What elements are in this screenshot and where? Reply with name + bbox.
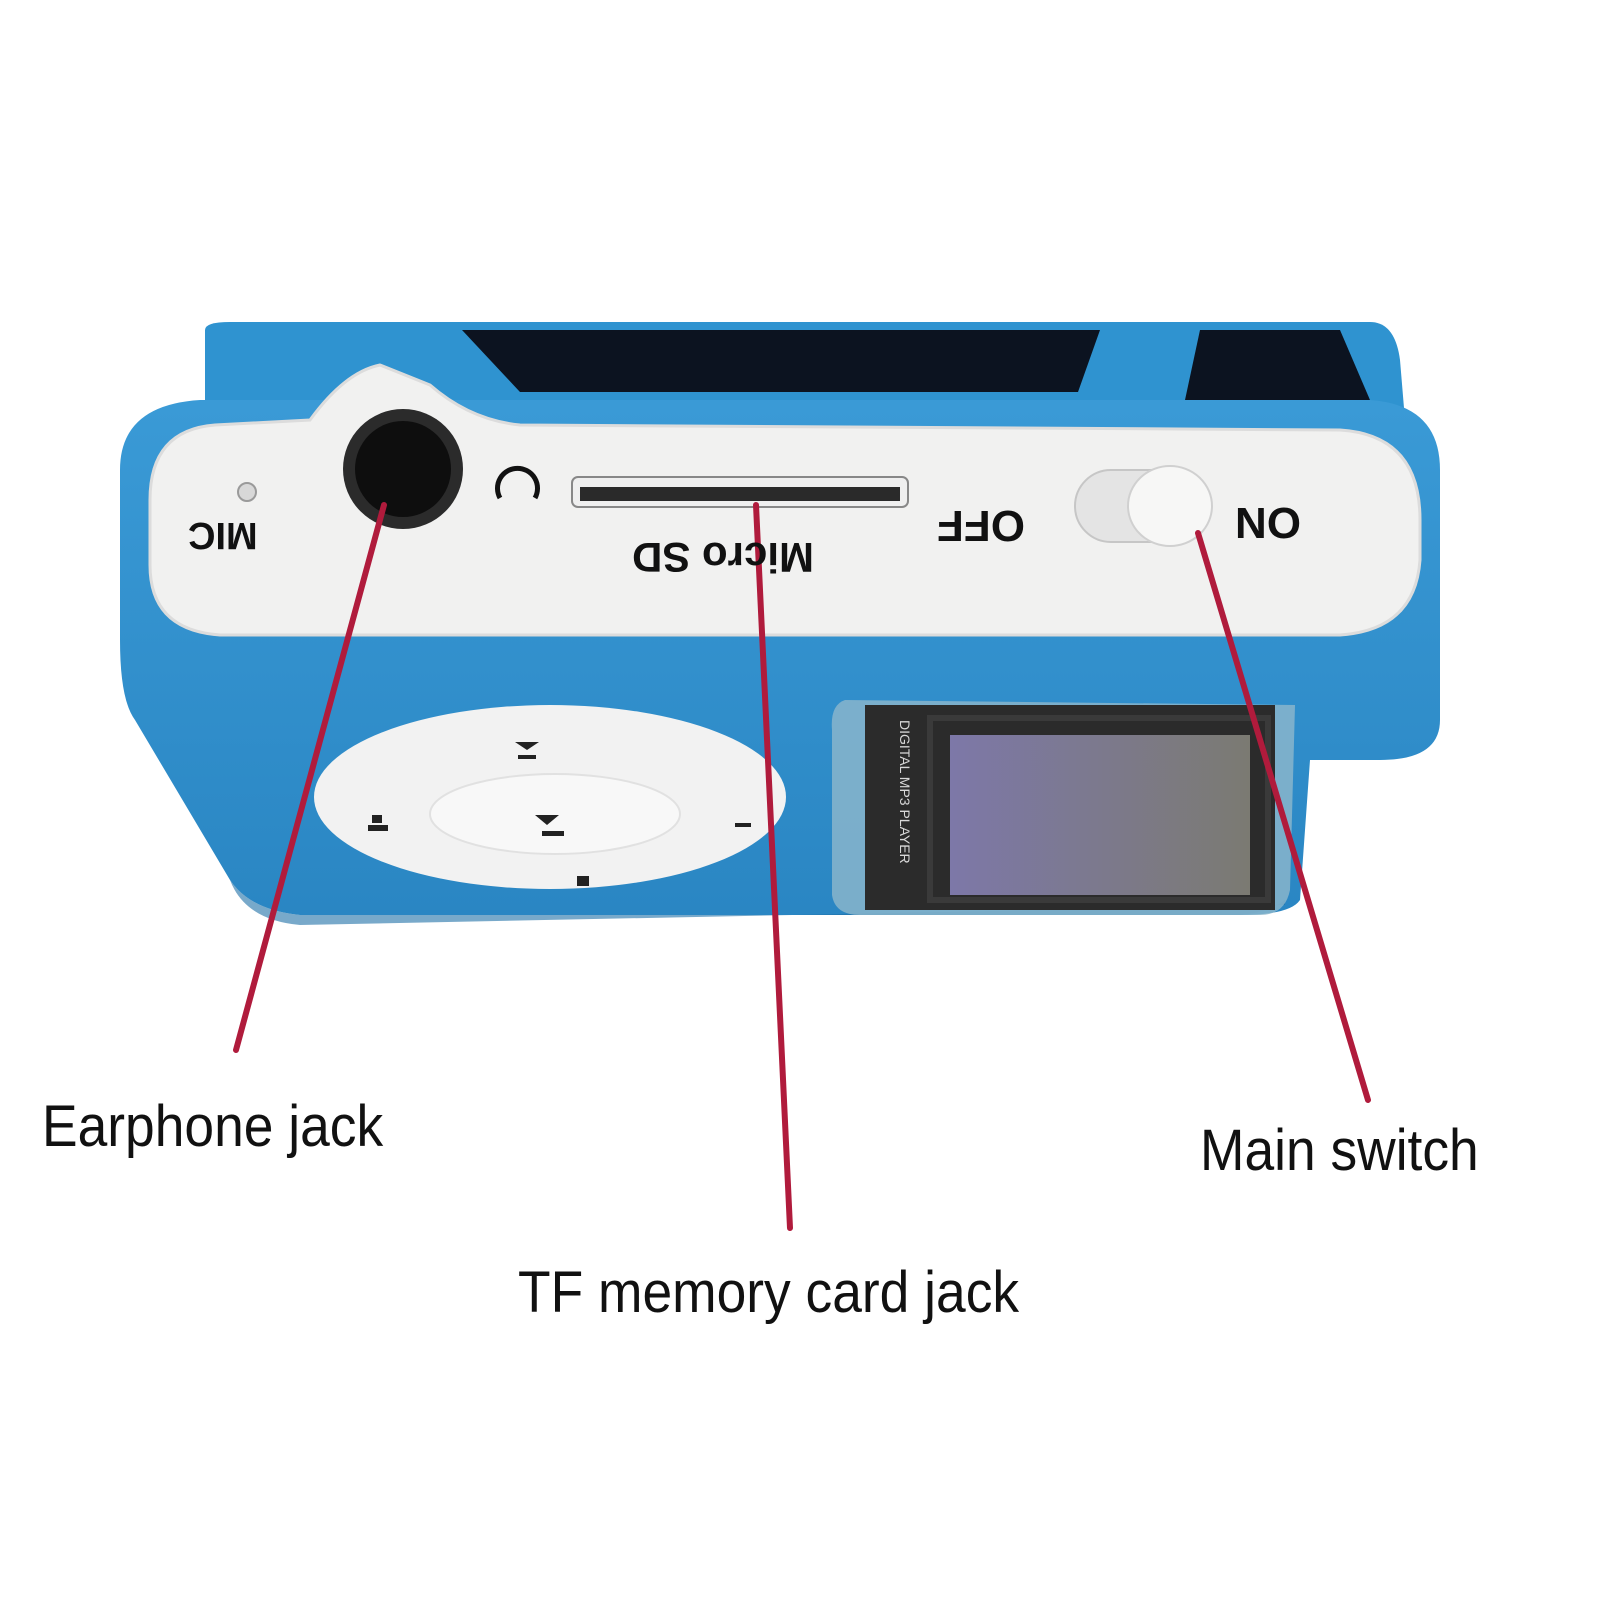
lcd-label: DIGITAL MP3 PLAYER [897,720,913,864]
switch-knob [1127,465,1213,547]
center-button [429,773,681,855]
callout-line-earphone [233,502,387,1053]
callout-line-switch [1195,530,1371,1103]
on-marking: ON [1235,498,1301,547]
label-earphone-jack: Earphone jack [42,1094,384,1159]
mic-marking: MIC [188,514,258,556]
clip [205,322,1405,420]
callout-lines [233,502,1371,1231]
wheel-button-glyphs [368,742,751,886]
off-marking: OFF [937,501,1025,550]
micro-sd-marking: Micro SD [632,534,815,581]
label-tf-memory-card-jack: TF memory card jack [518,1260,1020,1325]
lcd-screen [950,735,1250,895]
label-main-switch: Main switch [1200,1118,1479,1183]
headphone-icon [495,465,540,500]
mic-hole-icon [237,482,257,502]
callout-line-tf [753,502,793,1231]
